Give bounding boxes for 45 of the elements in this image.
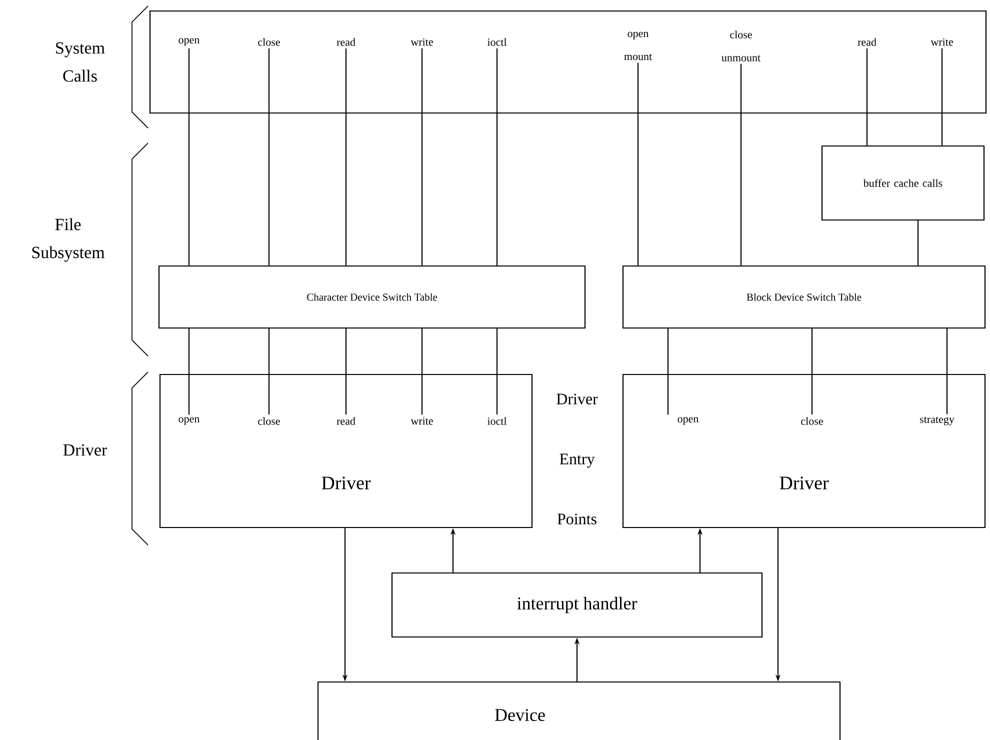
connector-line (496, 48, 498, 266)
system-calls-box (149, 10, 987, 114)
connector-line (866, 48, 868, 146)
call-name: strategy (920, 416, 954, 426)
call-name: read (858, 38, 876, 46)
call-name: read (336, 417, 356, 425)
device-box: Device (317, 681, 841, 740)
switch-table-box: Character Device Switch Table (158, 265, 586, 329)
call-name: write (410, 417, 433, 425)
connector-line (946, 328, 948, 414)
connector-line (917, 220, 919, 266)
layer-label: File Subsystem (32, 218, 105, 262)
connector-line (345, 48, 347, 266)
connector-line (345, 328, 347, 415)
call-name: read (336, 38, 356, 46)
call-name: write (930, 38, 953, 46)
call-name: ioctl (487, 417, 507, 425)
layer-label: Driver (63, 444, 108, 456)
call-name: open (178, 38, 200, 46)
connector-line (667, 328, 669, 415)
call-name: open (678, 417, 699, 425)
layer-label: System Calls (56, 42, 105, 82)
connector-line (421, 48, 423, 266)
call-name: open mount (624, 32, 652, 60)
connector-line (811, 328, 813, 415)
call-name: close (258, 417, 280, 425)
connector-line (740, 64, 742, 266)
connector-line (268, 328, 270, 415)
side-label: Driver Entry Points (556, 394, 598, 524)
call-name: open (178, 417, 200, 425)
interrupt-handler-box: interrupt handler (391, 572, 763, 638)
buffer-cache-box: buffer cache calls (821, 145, 985, 221)
call-name: close unmount (722, 30, 760, 62)
connector-line (421, 328, 423, 415)
connector-line (496, 328, 498, 415)
switch-table-box: Block Device Switch Table (622, 265, 986, 329)
call-name: write (410, 38, 433, 46)
call-name: ioctl (487, 38, 507, 46)
connector-line (637, 62, 639, 266)
call-name: close (258, 38, 280, 46)
connector-line (188, 328, 190, 415)
connector-line (268, 48, 270, 266)
connector-line (188, 48, 190, 266)
call-name: close (801, 417, 823, 425)
connector-line (941, 48, 943, 146)
